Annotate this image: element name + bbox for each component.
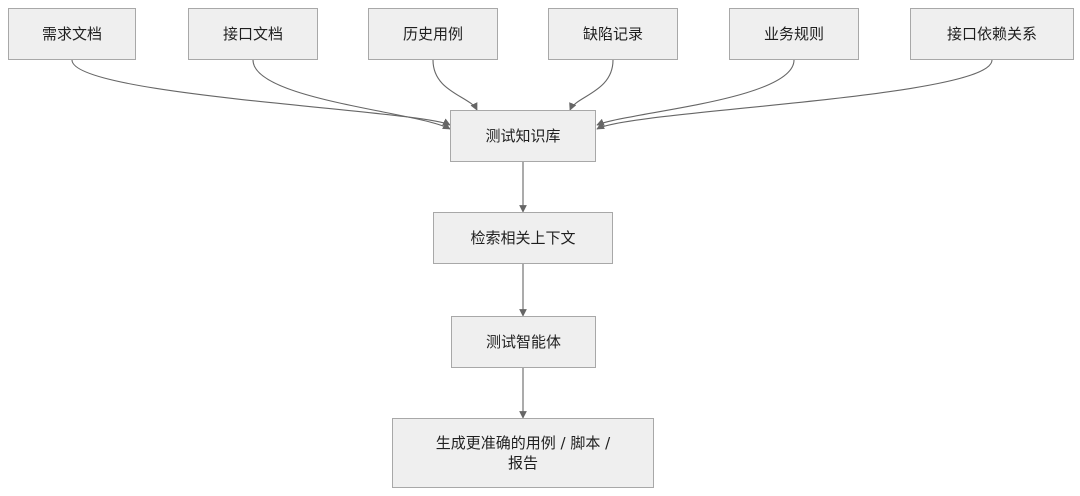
node-output: 生成更准确的用例 / 脚本 / 报告 [392, 418, 654, 488]
edge-src-4-to-kb [596, 59, 795, 126]
node-knowledge-base: 测试知识库 [450, 110, 596, 162]
node-label: 接口文档 [222, 25, 283, 43]
node-api-doc: 接口文档 [188, 8, 318, 60]
node-business-rules: 业务规则 [729, 8, 859, 60]
node-label: 生成更准确的用例 / 脚本 / 报告 [436, 433, 610, 473]
edge-src-0-to-kb [71, 59, 451, 126]
output-line-2: 报告 [507, 454, 538, 472]
node-label: 接口依赖关系 [946, 25, 1037, 43]
node-retrieve-context: 检索相关上下文 [433, 212, 613, 264]
node-label: 业务规则 [763, 25, 824, 43]
edge-src-3-to-kb [569, 59, 614, 111]
node-requirements-doc: 需求文档 [8, 8, 136, 60]
edge-src-2-to-kb [432, 59, 478, 111]
node-api-dependencies: 接口依赖关系 [910, 8, 1074, 60]
edge-src-5-to-kb [596, 59, 993, 130]
output-line-1: 生成更准确的用例 / 脚本 / [435, 434, 611, 452]
edge-src-1-to-kb [252, 59, 451, 130]
node-test-agent: 测试智能体 [451, 316, 596, 368]
node-historical-cases: 历史用例 [368, 8, 498, 60]
node-label: 测试智能体 [485, 333, 561, 351]
node-label: 历史用例 [402, 25, 463, 43]
node-label: 测试知识库 [485, 127, 561, 145]
node-label: 需求文档 [41, 25, 102, 43]
node-label: 缺陷记录 [582, 25, 643, 43]
node-label: 检索相关上下文 [470, 229, 576, 247]
node-defect-records: 缺陷记录 [548, 8, 678, 60]
